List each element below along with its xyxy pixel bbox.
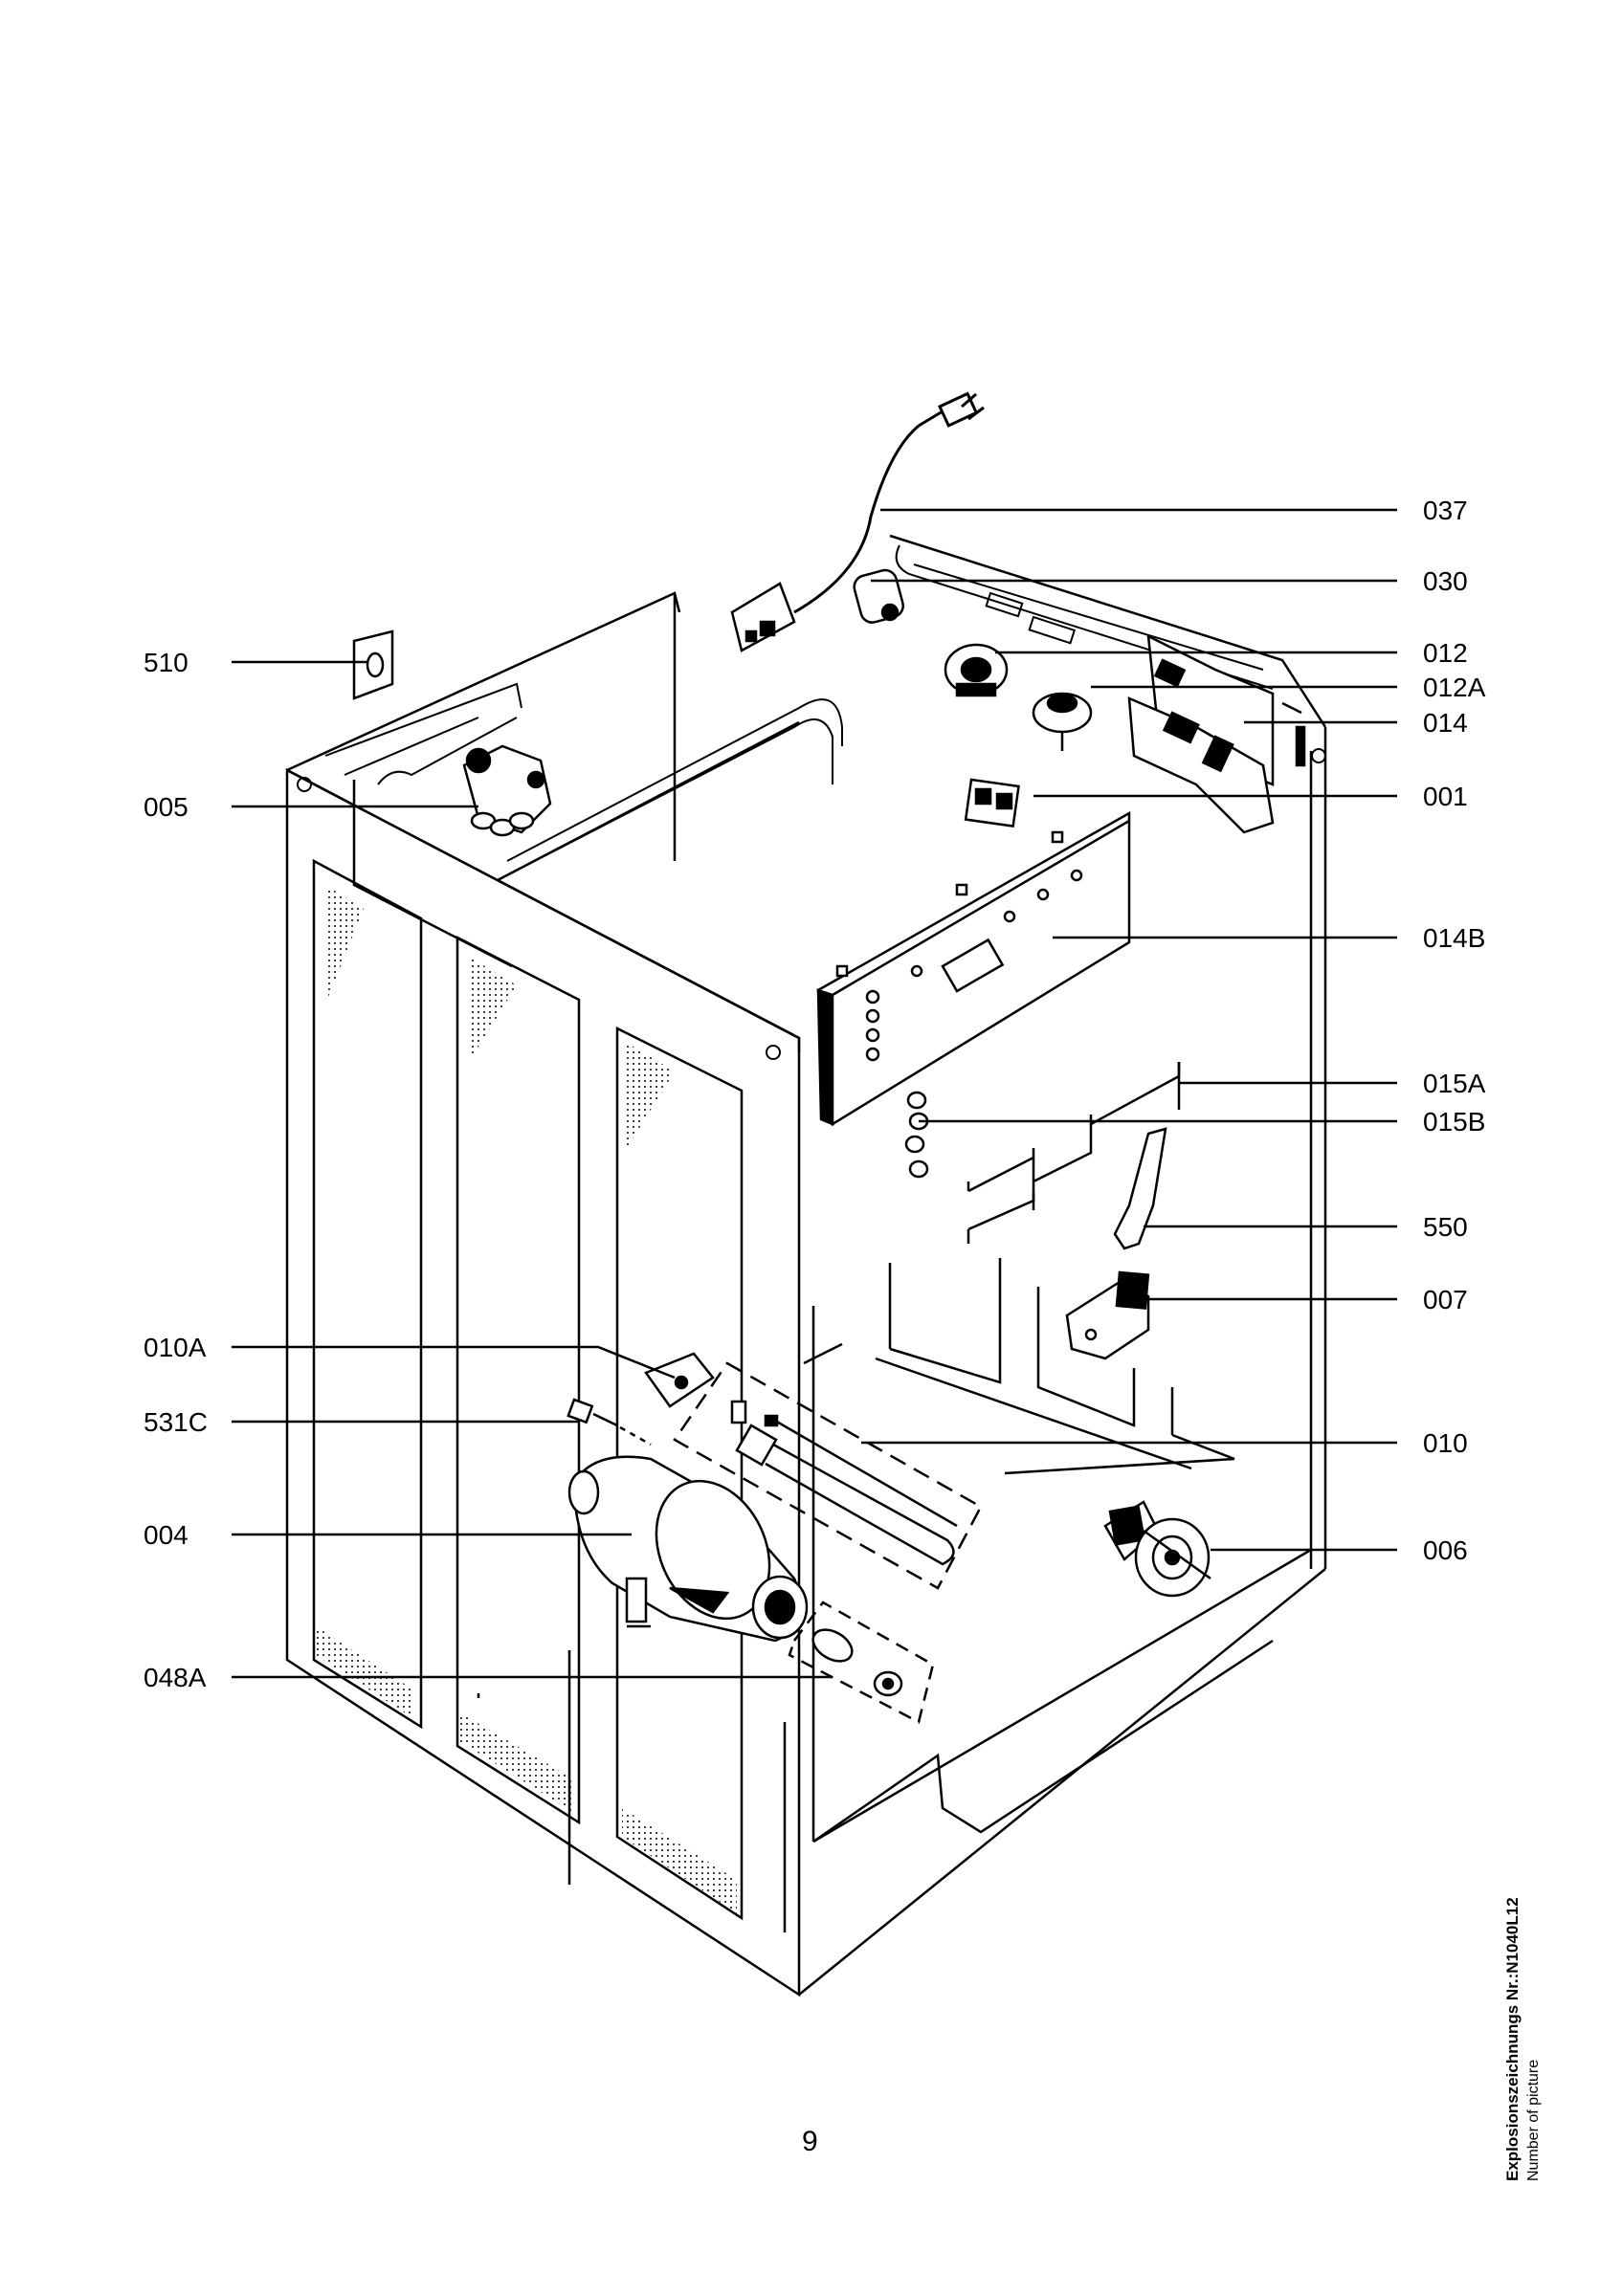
filter-part-030 (853, 568, 904, 624)
buttons-part-015B (904, 1091, 929, 1179)
label-004: 004 (144, 1520, 189, 1550)
part-labels: 037 030 012 012A 014 001 014B 015A 015B … (144, 496, 1486, 1692)
label-010: 010 (1423, 1428, 1468, 1458)
label-001: 001 (1423, 782, 1468, 811)
label-531C: 531C (144, 1407, 208, 1437)
heater-bracket-part-010A (644, 1352, 715, 1408)
indicator-part-510 (352, 629, 394, 700)
switch-rods-part-015A (967, 1062, 1181, 1244)
caption-title: Explosionszeichnungs Nr.:N1040L12 (1503, 1897, 1522, 2181)
caption-subtitle: Number of picture (1525, 2059, 1542, 2181)
label-007: 007 (1423, 1285, 1468, 1314)
label-014B: 014B (1423, 923, 1485, 953)
power-cord-part-037 (793, 391, 985, 614)
label-006: 006 (1423, 1535, 1468, 1565)
programmer-part-012 (944, 643, 1009, 697)
label-012: 012 (1423, 638, 1468, 668)
label-048A: 048A (144, 1663, 207, 1692)
label-550: 550 (1423, 1212, 1468, 1242)
drain-pump-part-006 (1103, 1500, 1211, 1598)
heating-element-part-010 (673, 1361, 983, 1590)
picture-number-caption: Explosionszeichnungs Nr.:N1040L12 Number… (1502, 1751, 1544, 2181)
label-005: 005 (144, 792, 189, 822)
label-030: 030 (1423, 566, 1468, 596)
leader-lines (232, 508, 1397, 1679)
motor-part-004 (567, 1455, 809, 1643)
screw-part-531C (567, 1398, 652, 1446)
label-014: 014 (1423, 708, 1468, 738)
control-bracket-part-014 (1127, 633, 1306, 834)
programmer-part-012A (1032, 692, 1093, 751)
page-number: 9 (802, 2126, 818, 2157)
label-010A: 010A (144, 1333, 207, 1362)
brushes-part-048A (788, 1601, 935, 1724)
door-lever-part-550 (1113, 1127, 1167, 1250)
control-panel-part-014B (816, 810, 1131, 1127)
pressure-switch-part-001 (964, 778, 1020, 828)
door-interlock-part-007 (1065, 1270, 1150, 1360)
top-rim (297, 544, 1326, 1060)
label-037: 037 (1423, 496, 1468, 525)
water-valve-part-005 (462, 744, 552, 837)
label-510: 510 (144, 648, 189, 677)
cord-junction-box (730, 582, 796, 652)
label-012A: 012A (1423, 673, 1486, 702)
label-015B: 015B (1423, 1107, 1485, 1137)
label-015A: 015A (1423, 1069, 1486, 1098)
